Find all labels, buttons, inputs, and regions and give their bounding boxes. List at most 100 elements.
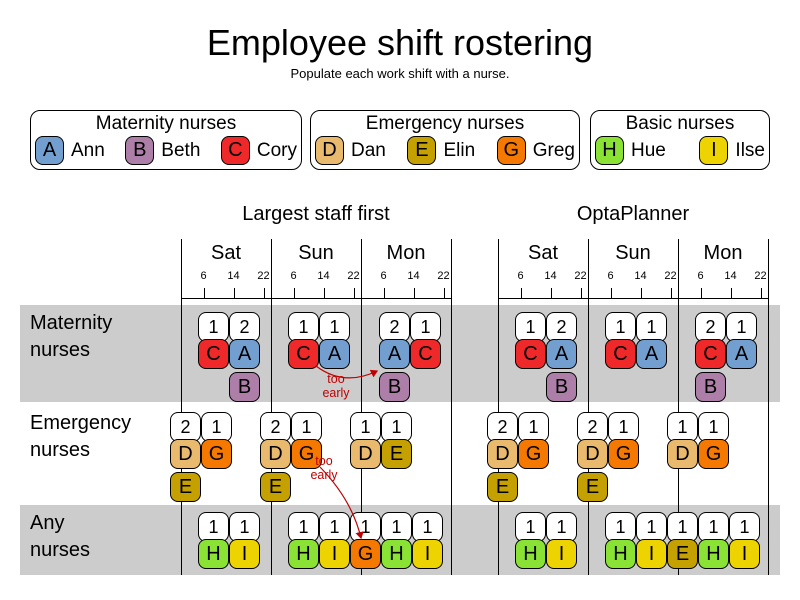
tick-mark <box>203 288 205 298</box>
tick-mark <box>443 288 445 298</box>
nurse-cell-A: A <box>229 339 260 369</box>
shift-required-count: 2 <box>260 412 291 442</box>
nurse-chip-G: G <box>496 136 526 165</box>
nurse-chip-A: A <box>35 136 64 165</box>
nurse-cell-C: C <box>198 339 229 369</box>
shift-required-count: 2 <box>379 312 410 342</box>
tick-label: 14 <box>634 270 647 282</box>
nurse-cell-I: I <box>729 539 760 569</box>
nurse-cell-C: C <box>288 339 319 369</box>
nurse-cell-C: C <box>695 339 726 369</box>
nurse-cell-B: B <box>695 372 726 402</box>
shift-required-count: 1 <box>608 412 639 442</box>
nurse-cell-H: H <box>515 539 546 569</box>
day-separator-line <box>588 239 589 575</box>
row-label-line: Any <box>30 512 65 534</box>
row-label-maternity: Maternity nurses <box>30 310 112 364</box>
shift-required-count: 1 <box>546 512 577 542</box>
legend-name: Cory <box>256 139 297 161</box>
shift-required-count: 1 <box>291 412 322 442</box>
nurse-cell-C: C <box>515 339 546 369</box>
tick-label: 6 <box>697 270 704 282</box>
shift-required-count: 1 <box>667 412 698 442</box>
shift-required-count: 1 <box>726 312 757 342</box>
day-label: Mon <box>386 242 426 264</box>
nurse-cell-G: G <box>608 439 639 469</box>
shift-required-count: 1 <box>350 512 381 542</box>
legend-name: Elin <box>443 139 476 161</box>
shift-required-count: 1 <box>729 512 760 542</box>
nurse-cell-G: G <box>201 439 232 469</box>
nurse-cell-D: D <box>350 439 381 469</box>
shift-required-count: 2 <box>170 412 201 442</box>
shift-required-count: 1 <box>636 312 667 342</box>
nurse-cell-E: E <box>260 472 291 502</box>
nurse-cell-H: H <box>605 539 636 569</box>
nurse-cell-E: E <box>487 472 518 502</box>
nurse-cell-H: H <box>198 539 229 569</box>
tick-label: 6 <box>380 270 387 282</box>
nurse-cell-A: A <box>726 339 757 369</box>
nurse-cell-E: E <box>170 472 201 502</box>
tick-mark <box>323 288 325 298</box>
legend-name: Ann <box>71 139 105 161</box>
too-early-label-line: too <box>327 372 345 386</box>
timeline-baseline <box>498 298 768 299</box>
group-title-optaplanner: OptaPlanner <box>576 203 690 225</box>
row-label-emergency: Emergency nurses <box>30 410 131 464</box>
tick-label: 6 <box>607 270 614 282</box>
nurse-cell-G: G <box>350 539 381 569</box>
shift-required-count: 1 <box>518 412 549 442</box>
nurse-cell-G: G <box>518 439 549 469</box>
nurse-chip-C: C <box>220 136 250 165</box>
nurse-cell-E: E <box>667 539 698 569</box>
shift-required-count: 1 <box>667 512 698 542</box>
tick-mark <box>353 288 355 298</box>
tick-label: 22 <box>437 270 450 282</box>
shift-required-count: 1 <box>515 312 546 342</box>
nurse-cell-D: D <box>667 439 698 469</box>
shift-required-count: 2 <box>695 312 726 342</box>
tick-mark <box>700 288 702 298</box>
tick-mark <box>413 288 415 298</box>
tick-label: 6 <box>290 270 297 282</box>
tick-label: 22 <box>347 270 360 282</box>
timeline-baseline <box>181 298 451 299</box>
tick-mark <box>383 288 385 298</box>
day-label: Sun <box>298 242 334 264</box>
day-separator-line <box>271 239 272 575</box>
shift-required-count: 1 <box>636 512 667 542</box>
tick-mark <box>670 288 672 298</box>
nurse-cell-B: B <box>229 372 260 402</box>
row-label-line: nurses <box>30 439 91 461</box>
nurse-cell-C: C <box>410 339 441 369</box>
shift-required-count: 1 <box>698 512 729 542</box>
shift-required-count: 1 <box>698 412 729 442</box>
day-label: Mon <box>703 242 743 264</box>
nurse-cell-D: D <box>487 439 518 469</box>
tick-mark <box>760 288 762 298</box>
nurse-cell-I: I <box>636 539 667 569</box>
